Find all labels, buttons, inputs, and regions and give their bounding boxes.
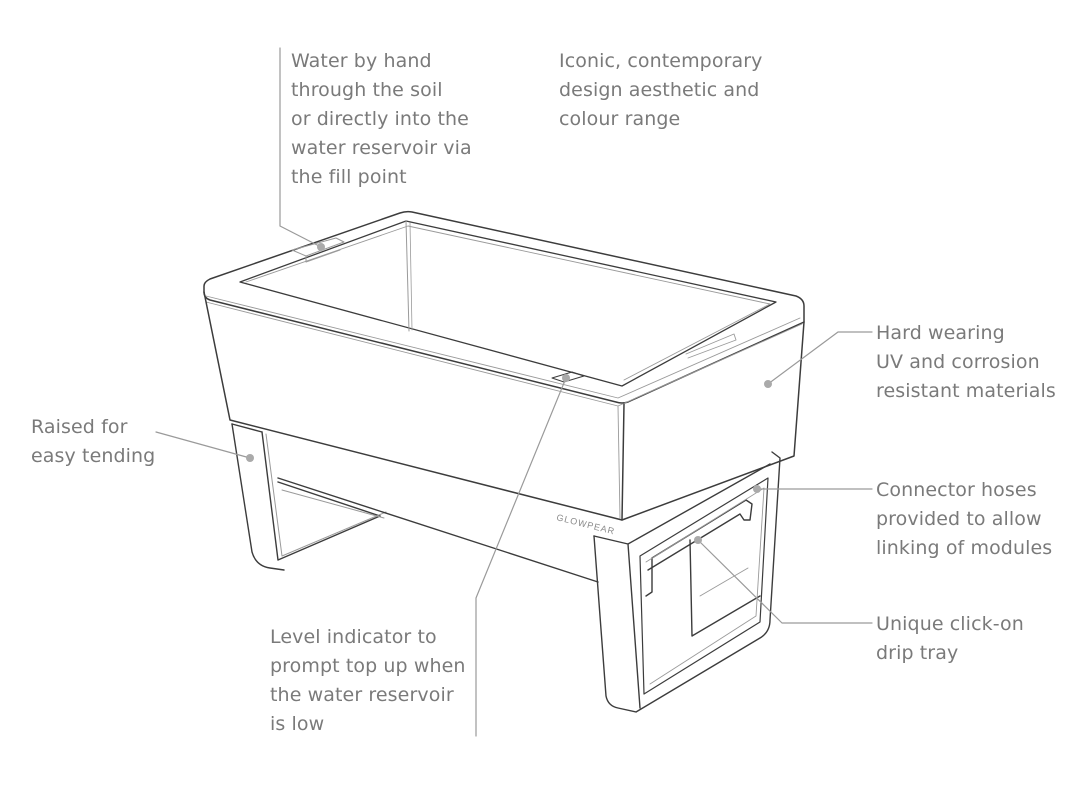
callout-line: easy tending bbox=[31, 445, 156, 467]
leader-dots bbox=[246, 243, 772, 544]
leader-lines bbox=[155, 47, 873, 737]
callout-line: prompt top up when bbox=[270, 655, 466, 677]
callout-level-indicator: Level indicator to prompt top up when th… bbox=[270, 623, 466, 739]
left-leg bbox=[231, 423, 381, 571]
callout-line: Water by hand bbox=[291, 50, 432, 72]
callout-connector-hoses: Connector hoses provided to allow linkin… bbox=[876, 476, 1052, 563]
callout-line: Hard wearing bbox=[876, 322, 1005, 344]
callout-water-fill: Water by hand through the soil or direct… bbox=[291, 47, 472, 192]
callout-line: colour range bbox=[559, 108, 681, 130]
callout-line: Iconic, contemporary bbox=[559, 50, 763, 72]
callout-line: the water reservoir bbox=[270, 684, 454, 706]
callout-line: resistant materials bbox=[876, 380, 1056, 402]
callout-line: through the soil bbox=[291, 79, 443, 101]
callout-line: drip tray bbox=[876, 642, 959, 664]
callout-line: Unique click-on bbox=[876, 613, 1024, 635]
callout-line: or directly into the bbox=[291, 108, 469, 130]
callout-line: water reservoir via bbox=[291, 137, 472, 159]
callout-line: provided to allow bbox=[876, 508, 1042, 530]
callout-design: Iconic, contemporary design aesthetic an… bbox=[559, 47, 762, 134]
callout-line: design aesthetic and bbox=[559, 79, 760, 101]
callout-line: Connector hoses bbox=[876, 479, 1037, 501]
callout-line: Level indicator to bbox=[270, 626, 437, 648]
right-leg bbox=[593, 451, 781, 713]
callout-line: UV and corrosion bbox=[876, 351, 1040, 373]
callout-line: Raised for bbox=[31, 416, 128, 438]
callout-line: the fill point bbox=[291, 166, 407, 188]
callout-line: is low bbox=[270, 713, 325, 735]
underside-rail bbox=[277, 477, 599, 583]
callout-drip-tray: Unique click-on drip tray bbox=[876, 610, 1024, 668]
callout-line: linking of modules bbox=[876, 537, 1053, 559]
callout-raised: Raised for easy tending bbox=[31, 413, 155, 471]
planter-box bbox=[203, 210, 805, 521]
callout-materials: Hard wearing UV and corrosion resistant … bbox=[876, 319, 1056, 406]
